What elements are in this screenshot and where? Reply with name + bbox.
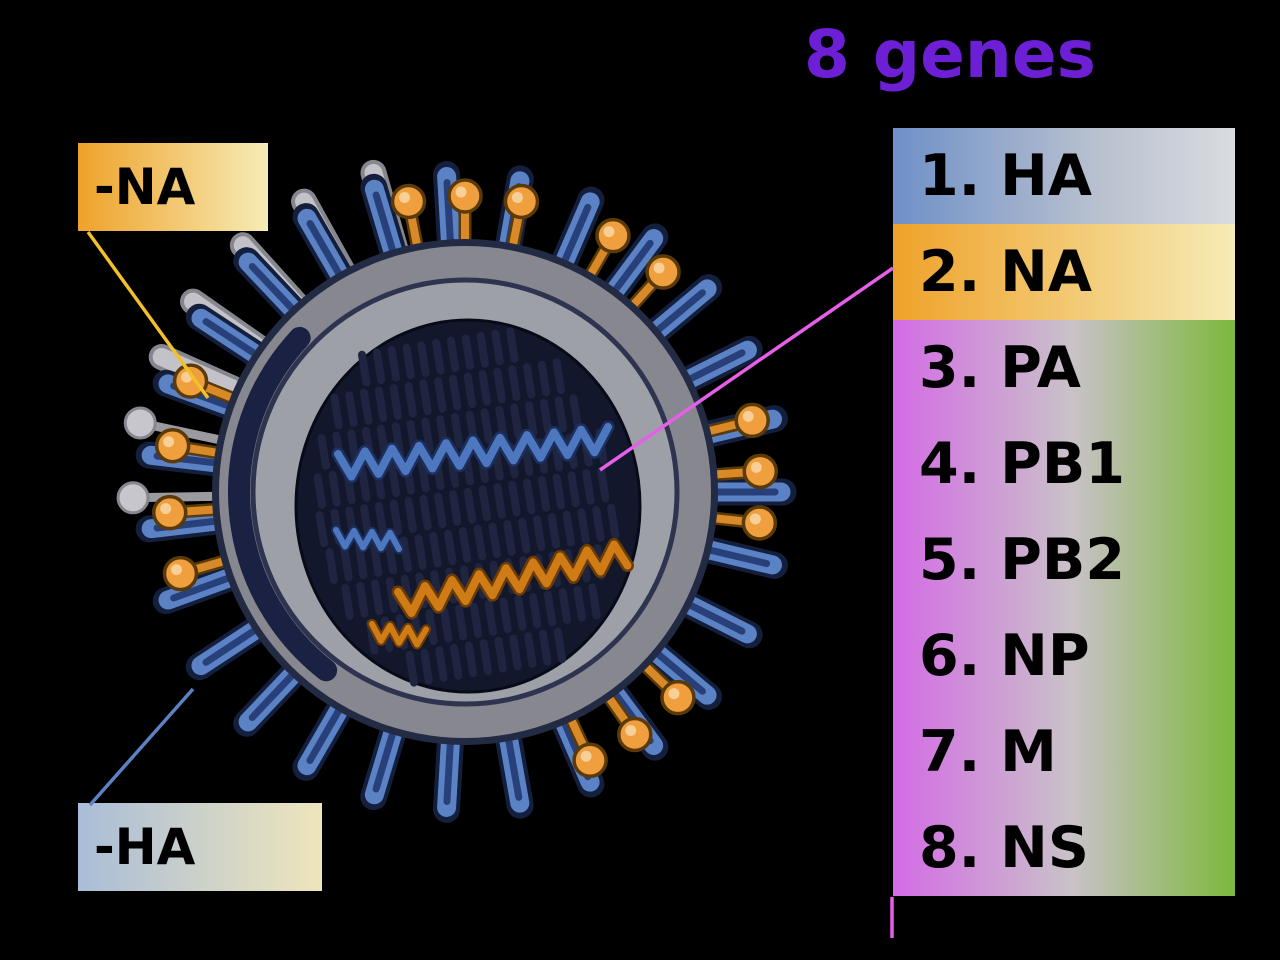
gene-list-item-ns: 8. NS	[893, 800, 1235, 896]
gene-list-item-np: 6. NP	[893, 608, 1235, 704]
gene-list: 1. HA 2. NA 3. PA 4. PB1 5. PB2 6. NP 7.…	[893, 128, 1235, 896]
ha-callout-label: -HA	[78, 803, 322, 891]
gene-list-item-m: 7. M	[893, 704, 1235, 800]
na-callout-label: -NA	[78, 143, 268, 231]
rna-helices	[331, 420, 634, 650]
gene-list-item-na: 2. NA	[893, 224, 1235, 320]
gene-list-item-ha: 1. HA	[893, 128, 1235, 224]
na-callout-text: -NA	[94, 158, 196, 216]
ha-callout-text: -HA	[94, 818, 196, 876]
gene-list-item-pb2: 5. PB2	[893, 512, 1235, 608]
gene-list-item-pb1: 4. PB1	[893, 416, 1235, 512]
gene-list-item-pa: 3. PA	[893, 320, 1235, 416]
rna-segments	[313, 327, 620, 687]
genes-title: 8 genes	[804, 16, 1096, 93]
